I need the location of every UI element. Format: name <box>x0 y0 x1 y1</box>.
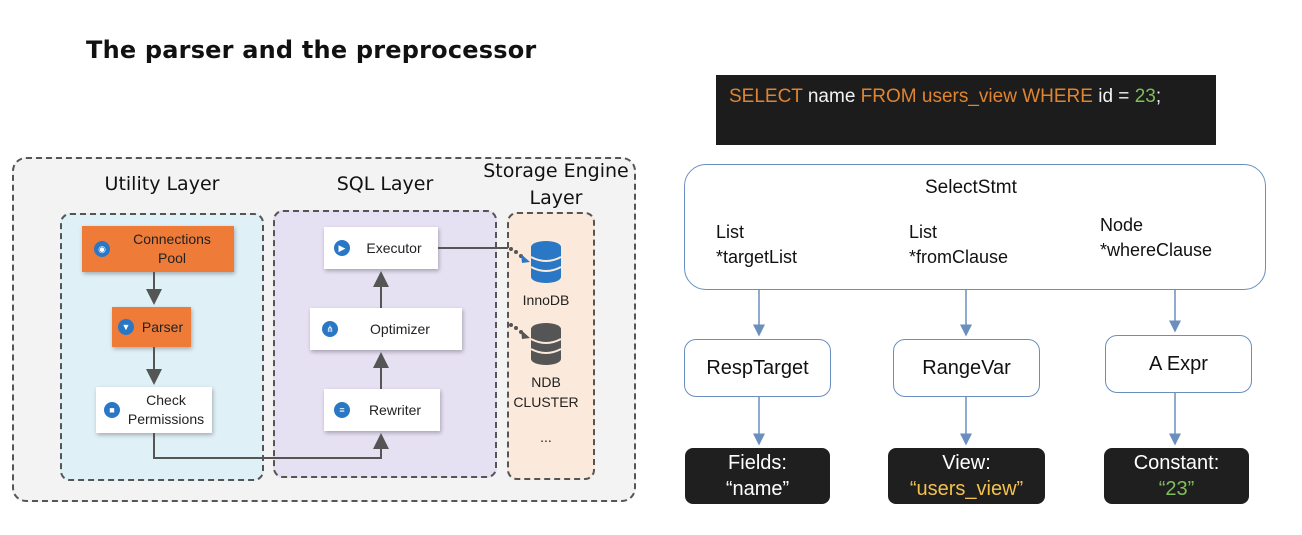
optimizer-node: ⋔ Optimizer <box>310 308 462 350</box>
sql-query: SELECT name FROM users_view WHERE id = 2… <box>729 86 1162 107</box>
sql-layer-label: SQL Layer <box>336 173 434 195</box>
select-stmt-title: SelectStmt <box>925 177 1017 198</box>
rewriter-node: ≡ Rewriter <box>324 389 440 431</box>
constant-leaf: Constant:“23” <box>1104 448 1249 504</box>
sql-query-bar <box>716 75 1216 145</box>
view-leaf: View:“users_view” <box>888 448 1045 504</box>
ndb-cluster-label: NDB CLUSTER <box>513 374 579 410</box>
utility-layer-label: Utility Layer <box>104 173 220 195</box>
play-icon: ▶ <box>334 240 350 256</box>
where-clause-field: Node*whereClause <box>1100 215 1213 260</box>
innodb-database-icon <box>530 241 562 283</box>
connection-icon: ◉ <box>94 241 110 257</box>
hierarchy-icon: ⋔ <box>322 321 338 337</box>
target-list-field: List*targetList <box>716 222 798 267</box>
parser-node: ▼ Parser <box>112 307 191 347</box>
more-engines-ellipsis: ... <box>540 429 552 445</box>
storage-engine-layer-label: Storage Engine Layer <box>483 160 629 209</box>
funnel-icon: ▼ <box>118 319 134 335</box>
a-expr-node: A Expr <box>1105 335 1252 393</box>
rewrite-icon: ≡ <box>334 402 350 418</box>
select-stmt-node <box>684 164 1266 290</box>
fields-leaf: Fields:“name” <box>685 448 830 504</box>
lock-icon: ■ <box>104 402 120 418</box>
slide-title: The parser and the preprocessor <box>86 36 537 64</box>
innodb-label: InnoDB <box>522 292 570 308</box>
resp-target-node: RespTarget <box>684 339 831 397</box>
from-clause-field: List*fromClause <box>909 222 1009 267</box>
range-var-node: RangeVar <box>893 339 1040 397</box>
executor-node: ▶ Executor <box>324 227 438 269</box>
ndb-database-icon <box>530 323 562 365</box>
